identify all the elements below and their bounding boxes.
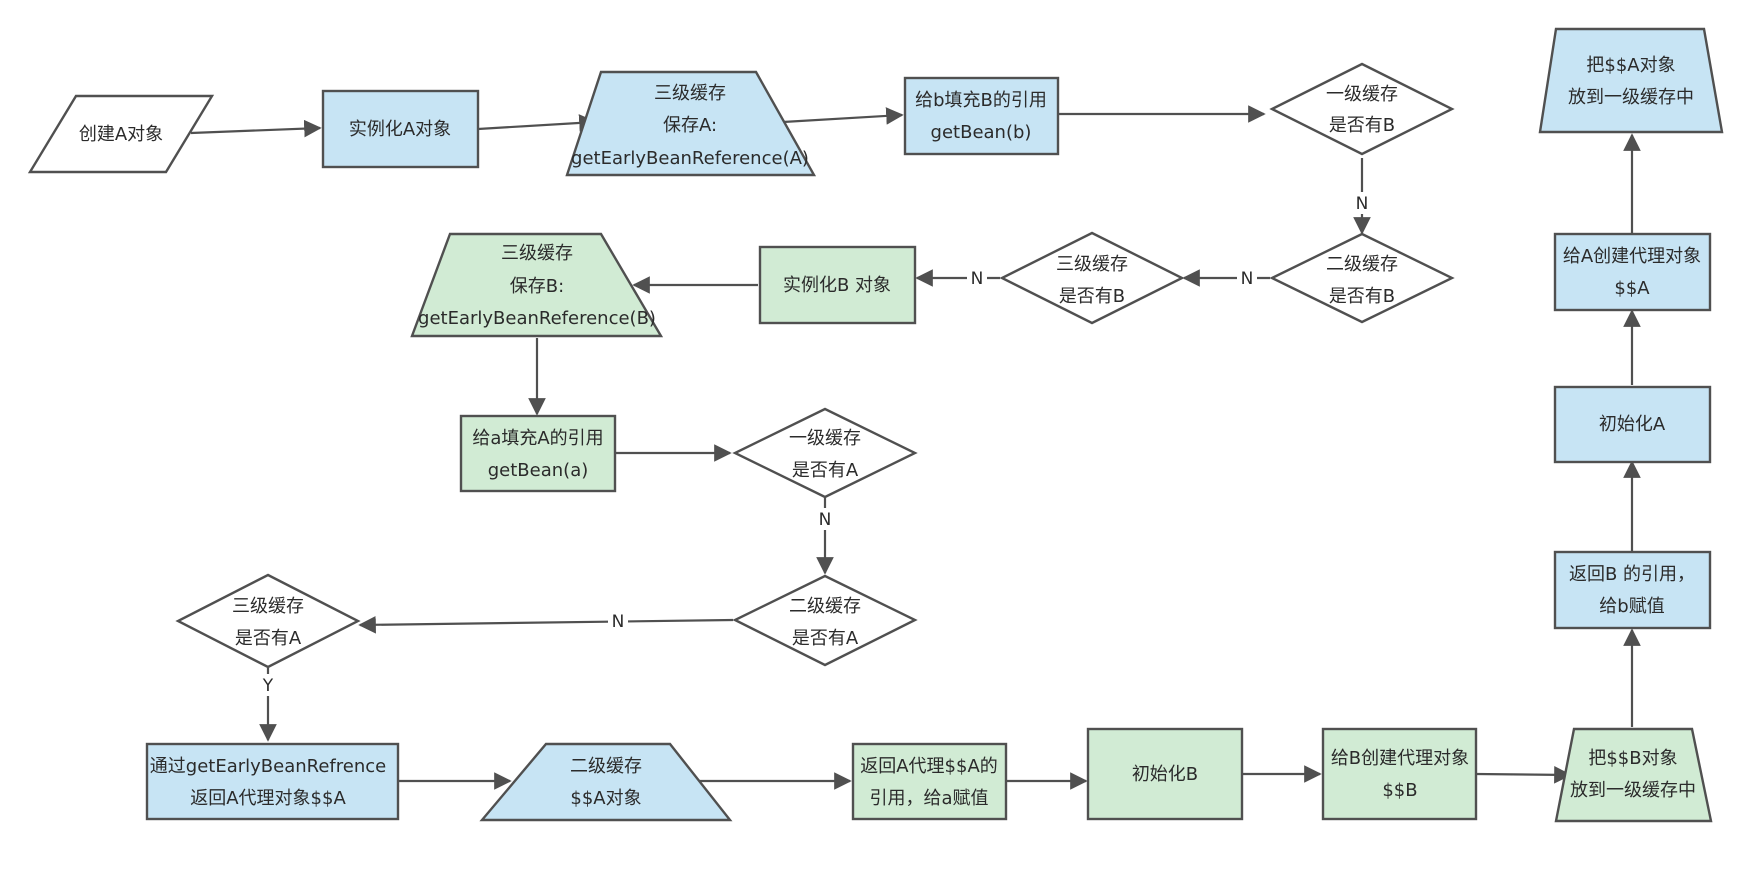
node-put-b-l1-line-1: 把$$B对象 [1588,748,1677,769]
edge-label-l1b-no: N [1356,194,1369,214]
node-l3-save-a-line-2: 保存A: [663,115,717,136]
node-return-proxy-a-line-2: 返回A代理对象$$A [190,788,346,809]
node-return-ref-b: 返回B 的引用， 给b赋值 [1553,550,1712,630]
node-return-ref-b-line-1: 返回B 的引用， [1569,564,1695,585]
node-l3-save-a-line-1: 三级缓存 [654,83,726,104]
node-l3-save-b-line-2: 保存B: [510,276,564,297]
node-init-b: 初始化B [1086,727,1244,821]
node-l3-has-a: 三级缓存 是否有A [175,573,361,669]
node-l3-save-b: 三级缓存 保存B: getEarlyBeanReference(B) [410,232,664,338]
node-l3-has-b-line-1: 三级缓存 [1056,254,1128,275]
edge-label-l2a-no: N [612,612,625,632]
edge-label-l2b-no: N [1241,269,1254,289]
node-l3-save-b-line-1: 三级缓存 [501,243,573,264]
edge-label-l1a-no: N [819,510,832,530]
node-put-a-l1-line-2: 放到一级缓存中 [1568,87,1694,108]
node-l3-save-a: 三级缓存 保存A: getEarlyBeanReference(A) [565,70,817,177]
node-put-a-l1-line-1: 把$$A对象 [1586,55,1675,76]
edge-l3-save-a-to-fill-b [782,107,904,125]
node-l2-has-a-line-2: 是否有A [792,628,859,649]
edges [190,105,1641,790]
node-l1-has-a-line-1: 一级缓存 [789,428,861,449]
edge-instantiate-a-to-l3-save-a [477,114,597,132]
node-return-ref-a-line-2: 引用，给a赋值 [869,788,988,809]
nodes: 创建A对象 实例化A对象 三级缓存 保存A: getEarlyBeanRefer… [27,27,1724,823]
node-l1-has-b: 一级缓存 是否有B [1269,62,1455,156]
node-fill-b-ref-line-1: 给b填充B的引用 [915,90,1047,111]
node-init-b-line-1: 初始化B [1132,764,1198,785]
node-return-ref-a-line-1: 返回A代理$$A的 [860,756,998,777]
node-l3-has-a-line-2: 是否有A [235,628,302,649]
node-l1-has-b-line-2: 是否有B [1329,115,1395,136]
edge-labels: N N N N N Y [258,192,1372,696]
node-proxy-a-line-2: $$A [1614,278,1650,299]
node-return-ref-b-line-2: 给b赋值 [1599,596,1664,617]
node-fill-b-ref-line-2: getBean(b) [931,122,1032,143]
node-put-b-l1-line-2: 放到一级缓存中 [1570,780,1696,801]
node-l3-save-a-line-3: getEarlyBeanReference(A) [571,148,809,169]
node-init-a: 初始化A [1553,385,1712,464]
node-put-b-l1: 把$$B对象 放到一级缓存中 [1554,727,1713,823]
node-instantiate-b: 实例化B 对象 [758,245,917,325]
node-l2-has-a: 二级缓存 是否有A [732,574,918,667]
node-l3-has-b: 三级缓存 是否有B [999,231,1185,325]
node-proxy-a-line-1: 给A创建代理对象 [1563,246,1701,267]
node-l2-proxy-a-line-2: $$A对象 [570,788,641,809]
node-create-a: 创建A对象 [27,94,215,174]
edge-proxy-b-to-put-b [1475,766,1572,784]
node-init-a-line-1: 初始化A [1599,414,1666,435]
node-l1-has-b-line-1: 一级缓存 [1326,84,1398,105]
node-instantiate-a-line-1: 实例化A对象 [349,119,451,140]
node-l2-has-b: 二级缓存 是否有B [1269,232,1455,324]
node-create-a-line-1: 创建A对象 [79,124,163,145]
node-l1-has-a: 一级缓存 是否有A [732,407,918,499]
node-l2-proxy-a-line-1: 二级缓存 [570,756,642,777]
node-return-ref-a: 返回A代理$$A的 引用，给a赋值 [851,742,1008,821]
node-return-proxy-a-line-1: 通过getEarlyBeanRefrence [150,756,386,777]
node-return-proxy-a: 通过getEarlyBeanRefrence 返回A代理对象$$A [145,742,400,821]
node-l3-has-a-line-1: 三级缓存 [232,596,304,617]
node-proxy-a: 给A创建代理对象 $$A [1553,232,1712,312]
node-proxy-b-line-2: $$B [1382,780,1417,801]
node-l2-has-b-line-1: 二级缓存 [1326,254,1398,275]
node-instantiate-b-line-1: 实例化B 对象 [783,275,891,296]
node-fill-a-ref-line-1: 给a填充A的引用 [472,428,603,449]
node-l2-proxy-a: 二级缓存 $$A对象 [479,742,733,822]
node-fill-a-ref: 给a填充A的引用 getBean(a) [459,414,617,493]
edge-create-to-instantiate-a [190,119,322,138]
node-fill-a-ref-line-2: getBean(a) [488,460,589,481]
node-proxy-b: 给B创建代理对象 $$B [1321,727,1478,821]
edge-l2a-to-l3a [358,615,734,634]
node-l1-has-a-line-2: 是否有A [792,460,859,481]
node-l3-has-b-line-2: 是否有B [1059,286,1125,307]
node-l3-save-b-line-3: getEarlyBeanReference(B) [418,308,656,329]
node-fill-b-ref: 给b填充B的引用 getBean(b) [903,76,1060,156]
node-instantiate-a: 实例化A对象 [321,89,480,169]
node-l2-has-a-line-1: 二级缓存 [789,596,861,617]
node-l2-has-b-line-2: 是否有B [1329,286,1395,307]
node-put-a-l1: 把$$A对象 放到一级缓存中 [1538,27,1724,134]
edge-label-l3b-no: N [971,269,984,289]
node-proxy-b-line-1: 给B创建代理对象 [1331,748,1469,769]
edge-label-l3a-yes: Y [262,676,274,696]
